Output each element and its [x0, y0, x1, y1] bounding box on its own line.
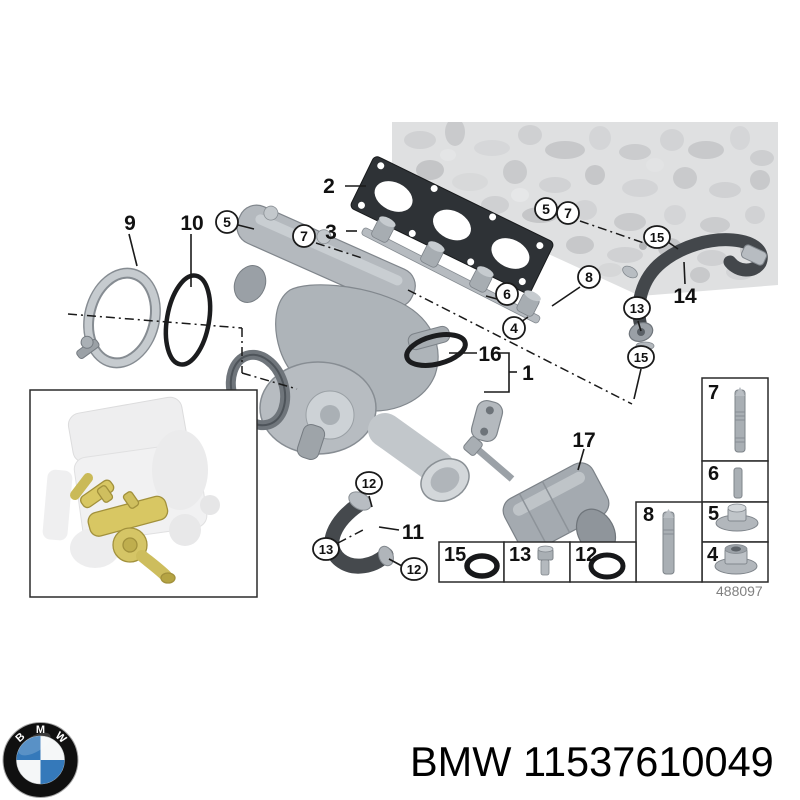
- callout-3: 3: [325, 221, 337, 244]
- o-ring-large-icon: [588, 552, 626, 580]
- callout-2: 2: [323, 175, 335, 198]
- legend-label-13: 13: [509, 544, 531, 566]
- callout-circle-12a: 12: [355, 471, 383, 495]
- legend-label-5: 5: [708, 503, 719, 525]
- svg-text:8: 8: [585, 269, 593, 285]
- callout-circle-5b: 5: [534, 197, 558, 221]
- collar-nut-icon: [715, 503, 759, 532]
- svg-text:6: 6: [503, 286, 511, 302]
- svg-text:12: 12: [362, 476, 376, 491]
- callouts-circled: 5 7 5 7 15 8 6 4 13 15: [215, 197, 671, 581]
- inset-engine-outline: [42, 396, 220, 568]
- part-number-caption: BMW 11537610049: [410, 738, 774, 785]
- callout-11: 11: [402, 521, 425, 544]
- flange-nut-icon: [714, 544, 758, 575]
- bmw-logo: B M W: [2, 722, 79, 798]
- long-stud-bolt-icon: [734, 387, 746, 453]
- logo-letter-m: M: [36, 724, 45, 736]
- o-ring-16: [404, 332, 468, 368]
- legend-part-glyphs: [464, 387, 759, 580]
- callout-circle-6: 6: [495, 282, 519, 306]
- legend-cell-13: [503, 541, 571, 583]
- legend-label-12: 12: [575, 544, 597, 566]
- callout-circle-4: 4: [502, 316, 526, 340]
- legend-label-6: 6: [708, 463, 719, 485]
- svg-text:7: 7: [564, 205, 572, 221]
- legend-label-7: 7: [708, 382, 719, 404]
- dowel-pin-icon: [733, 467, 743, 499]
- callout-circle-13b: 13: [312, 537, 340, 561]
- svg-text:7: 7: [300, 228, 308, 244]
- callouts-plain: 2 3 9 10 16 1 17 14 11: [124, 175, 697, 544]
- svg-text:12: 12: [407, 562, 421, 577]
- mounting-bracket: [470, 399, 504, 443]
- location-inset: [29, 389, 258, 598]
- svg-text:15: 15: [634, 350, 648, 365]
- legend-labels: 7 6 5 4 8 15 13 12: [444, 382, 719, 566]
- highlighted-turbo-part: [70, 473, 176, 584]
- svg-text:5: 5: [223, 214, 231, 230]
- callout-9: 9: [124, 212, 136, 235]
- stud-bolt-icon: [662, 509, 675, 575]
- callout-circle-12b: 12: [400, 557, 428, 581]
- callout-circle-15b: 15: [627, 345, 655, 369]
- hex-socket-bolt-icon: [537, 545, 554, 576]
- o-ring-small-icon: [464, 553, 500, 579]
- leader-lines: [128, 185, 686, 567]
- callout-circle-8: 8: [577, 265, 601, 289]
- svg-text:13: 13: [319, 542, 333, 557]
- o-ring-10: [163, 273, 213, 367]
- svg-text:4: 4: [510, 320, 518, 336]
- oil-line: [622, 233, 768, 351]
- diagram-number: 488097: [716, 583, 763, 599]
- callout-17: 17: [572, 429, 595, 452]
- callout-16: 16: [478, 343, 501, 366]
- turbocharger-assembly: [225, 204, 470, 502]
- callout-circle-15a: 15: [643, 225, 671, 249]
- charge-hose: [324, 491, 394, 574]
- legend-label-4: 4: [707, 544, 719, 566]
- callout-10: 10: [180, 212, 203, 235]
- callout-14: 14: [673, 285, 697, 308]
- construction-lines: [67, 220, 645, 544]
- svg-text:13: 13: [630, 301, 644, 316]
- legend-label-8: 8: [643, 504, 654, 526]
- callout-circle-7b: 7: [556, 201, 580, 225]
- svg-text:15: 15: [650, 230, 664, 245]
- callout-circle-5a: 5: [215, 210, 239, 234]
- svg-text:5: 5: [542, 201, 550, 217]
- v-band-clamp: [76, 267, 161, 369]
- legend-label-15: 15: [444, 544, 466, 566]
- callout-circle-13a: 13: [623, 296, 651, 320]
- callout-1: 1: [522, 362, 534, 385]
- callout-circle-7a: 7: [292, 224, 316, 248]
